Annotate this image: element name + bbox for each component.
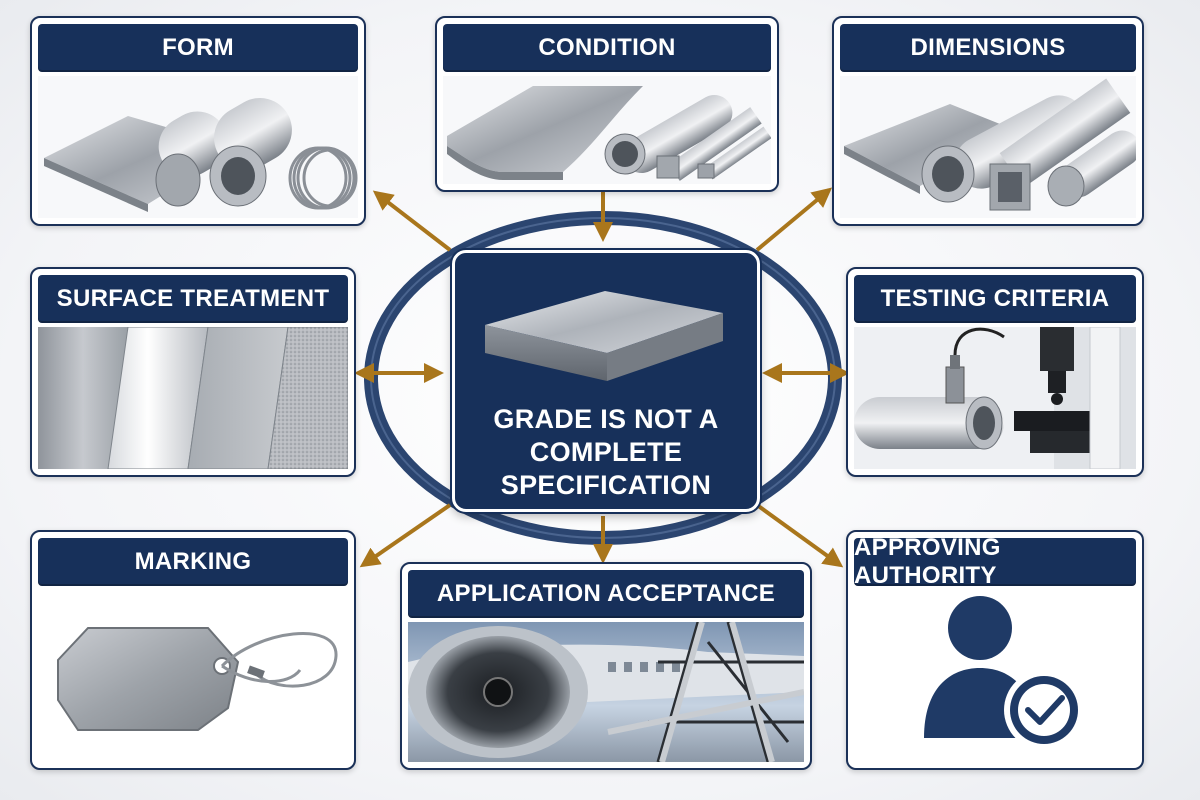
panel-application-acceptance: APPLICATION ACCEPTANCE bbox=[400, 562, 812, 770]
user-check-icon bbox=[854, 590, 1136, 762]
panel-approving-authority-title: APPROVING AUTHORITY bbox=[854, 534, 1136, 589]
panel-dimensions: DIMENSIONS bbox=[832, 16, 1144, 226]
panel-approving-authority: APPROVING AUTHORITY bbox=[846, 530, 1144, 770]
central-statement-box: GRADE IS NOT A COMPLETE SPECIFICATION bbox=[452, 250, 760, 512]
panel-surface-treatment: SURFACE TREATMENT bbox=[30, 267, 356, 477]
panel-condition: CONDITION bbox=[435, 16, 779, 192]
panel-form: FORM bbox=[30, 16, 366, 226]
central-statement-line-3: SPECIFICATION bbox=[500, 470, 712, 500]
arrow-dimensions bbox=[755, 187, 833, 252]
panel-condition-title: CONDITION bbox=[443, 24, 771, 72]
metal-plate-icon bbox=[485, 291, 723, 381]
panel-testing-criteria: TESTING CRITERIA bbox=[846, 267, 1144, 477]
panel-testing-criteria-title: TESTING CRITERIA bbox=[854, 275, 1136, 323]
panel-application-acceptance-title: APPLICATION ACCEPTANCE bbox=[408, 570, 804, 618]
panel-surface-treatment-title: SURFACE TREATMENT bbox=[38, 275, 348, 323]
bent-sheet-and-tubes-icon bbox=[443, 76, 771, 184]
panel-form-title: FORM bbox=[38, 24, 358, 72]
central-statement-line-2: COMPLETE bbox=[529, 437, 683, 467]
arrow-approving bbox=[755, 503, 844, 568]
central-statement-line-1: GRADE IS NOT A bbox=[493, 404, 719, 434]
panel-dimensions-title: DIMENSIONS bbox=[840, 24, 1136, 72]
panel-marking-title: MARKING bbox=[38, 538, 348, 586]
aircraft-engine-structure-icon bbox=[408, 622, 804, 762]
metal-stock-forms-icon bbox=[38, 76, 358, 218]
panel-marking: MARKING bbox=[30, 530, 356, 770]
testing-equipment-icon bbox=[854, 327, 1136, 469]
surface-finish-strips-icon bbox=[38, 327, 348, 469]
profiles-icon bbox=[840, 76, 1136, 218]
arrow-marking bbox=[359, 503, 452, 568]
central-statement: GRADE IS NOT A COMPLETE SPECIFICATION bbox=[455, 403, 757, 502]
metal-tag-icon bbox=[38, 590, 348, 762]
arrow-form bbox=[372, 190, 452, 252]
